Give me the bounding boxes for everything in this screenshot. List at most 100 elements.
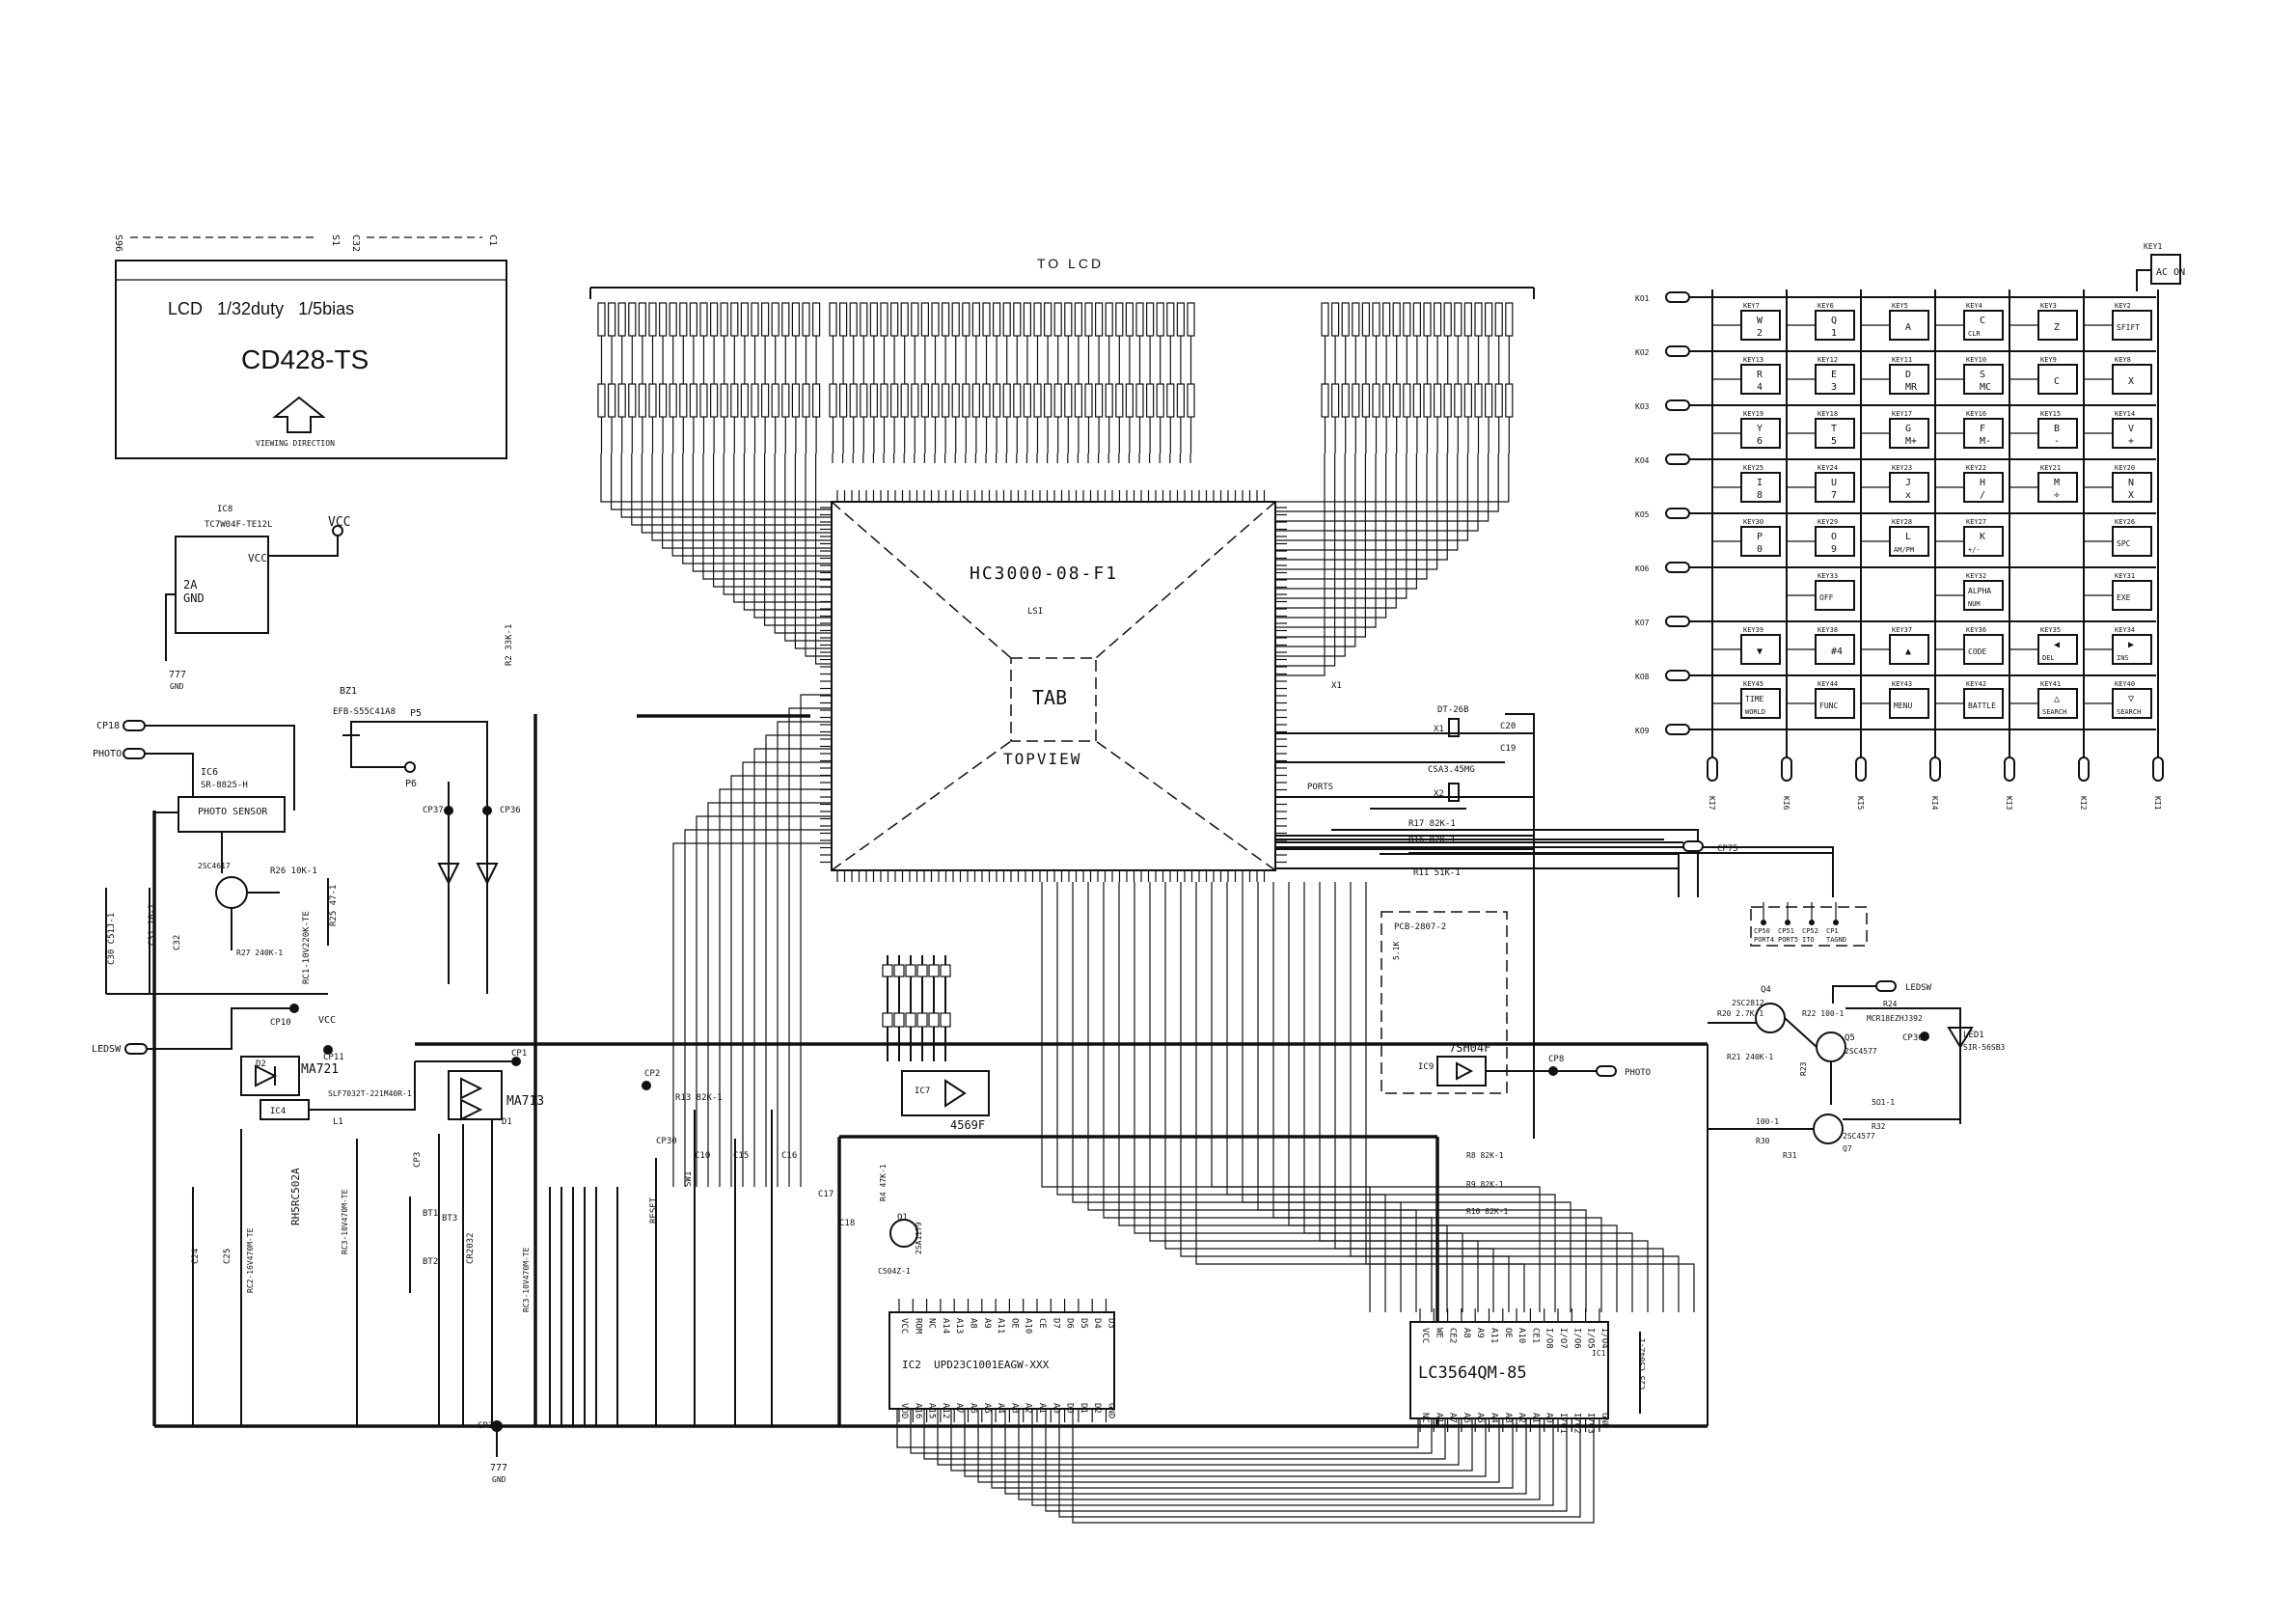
ic-pin-label: A9 [1475,1328,1485,1338]
ports-box [1750,906,1868,947]
key-id: KEY14 [2115,410,2135,418]
lsi-ref: LSI [1027,607,1043,617]
l1-label: L1 [333,1117,343,1127]
key-id: KEY10 [1966,356,1986,364]
key-key14 [2112,418,2152,449]
key-secondary-label: +/- [1968,546,1981,554]
key-secondary-label: X [2128,490,2134,501]
c17-label: C17 [818,1190,834,1199]
ic9-label: IC9 [1418,1062,1434,1072]
port-name-label: ITO [1802,936,1815,944]
q4-label: Q4 [1761,985,1771,995]
lsi-part: HC3000-08-F1 [970,564,1118,584]
key-secondary-label: MR [1905,382,1918,393]
c18-label: C18 [839,1219,855,1228]
x1-net: X1 [1331,681,1342,691]
ic-pin-label: WE [1434,1328,1443,1338]
gnd-label: GND [492,1475,506,1484]
key-id: KEY45 [1743,680,1763,688]
ic4-label: IC4 [270,1107,286,1116]
ic-pin-label: D6 [1065,1318,1075,1329]
key-secondary-label: ÷ [2054,490,2060,501]
key-secondary-label: WORLD [1745,708,1765,716]
ic1-cap: C25 C504Z-1 [1638,1338,1647,1389]
q1-label: Q1 [897,1213,908,1223]
ic-pin-label: D0 [1065,1403,1075,1414]
ko-connector [1665,508,1690,519]
ki-connector [2004,756,2015,782]
key-primary-label: F [1980,424,1985,434]
key-secondary-label: 6 [1757,436,1763,447]
key-id: KEY2 [2115,302,2131,310]
key-primary-label: X [2128,376,2134,387]
ic-pin-label: A5 [982,1403,992,1414]
ic-pin-label: A1 [1037,1403,1047,1414]
ko-connector [1665,291,1690,303]
ko-connector [1665,616,1690,627]
key-primary-label: CODE [1968,647,1986,656]
key-primary-label: A [1905,322,1911,333]
ic-pin-label: A3 [1503,1413,1513,1423]
key-primary-label: TIME [1745,695,1763,703]
r32-label: R32 [1872,1122,1886,1131]
lcd-model: CD428-TS [241,344,369,374]
photo-out-label: PHOTO [1625,1068,1651,1078]
ic-pin-label: A6 [969,1403,978,1414]
d1-label: D1 [502,1117,512,1127]
ic-pin-label: CE [1037,1318,1047,1329]
photo-sensor-label: PHOTO SENSOR [198,807,268,817]
reset-label: RESET [649,1197,659,1224]
key-primary-label: SPC [2117,539,2131,548]
ko-label: KO2 [1635,348,1650,357]
ic-pin-label: A12 [1434,1413,1443,1428]
key-primary-label: N [2128,478,2134,488]
key-id: KEY17 [1892,410,1912,418]
pcb-outline [1380,911,1508,1094]
c15-label: C15 [733,1151,749,1161]
ic-pin-label: A2 [1517,1413,1526,1423]
key-primary-label: Q [1831,316,1837,326]
photo-out-connector [1596,1065,1617,1077]
cp11-label: CP11 [323,1053,344,1062]
q5-label: Q5 [1845,1033,1855,1043]
key-id: KEY44 [1818,680,1838,688]
key-primary-label: OFF [1819,593,1834,602]
dt-label: DT-26B [1437,705,1469,715]
cp2-label: CP2 [644,1069,660,1079]
key-primary-label: ◀ [2054,640,2060,650]
key-primary-label: ▼ [1757,646,1763,657]
tab-label: TAB [1032,686,1067,709]
ma713-label: MA713 [506,1094,544,1109]
ic-pin-label: A13 [954,1318,964,1334]
key-id: KEY26 [2115,518,2135,526]
ic-pin-label: A1 [1530,1413,1540,1423]
key-secondary-label: CLR [1968,330,1981,338]
ic-pin-label: A0 [1544,1413,1554,1423]
key-primary-label: MENU [1894,701,1912,710]
key-key43 [1889,688,1929,719]
bz-part: EFB-S55C41A8 [333,707,396,717]
key-id: KEY36 [1966,626,1986,634]
c24-label: C24 [191,1249,201,1264]
ac-key-id: KEY1 [2144,242,2162,251]
x1-crystal [1448,718,1460,737]
ic8-gnd-sym: 777 [169,670,186,680]
ic2-ref: IC2 [902,1359,921,1371]
ic-pin-label: ROM [913,1318,922,1334]
key-id: KEY16 [1966,410,1986,418]
key-id: KEY20 [2115,464,2135,472]
r32-value: 5Ω1-1 [1872,1098,1895,1107]
ki-label: KI7 [1708,796,1716,811]
ic9-body [1436,1056,1487,1087]
ic-pin-label: NC [1420,1413,1430,1423]
key-id: KEY43 [1892,680,1912,688]
lcd-spec: LCD 1/32duty 1/5bias [168,299,354,318]
ic-pin-label: A4 [1490,1413,1499,1423]
key-key27 [1963,526,2004,557]
key-key17 [1889,418,1929,449]
ki-label: KI3 [2005,796,2013,811]
bz-p6: P6 [405,779,417,789]
ic1-part: LC3564QM-85 [1418,1363,1527,1383]
key-key11 [1889,364,1929,395]
